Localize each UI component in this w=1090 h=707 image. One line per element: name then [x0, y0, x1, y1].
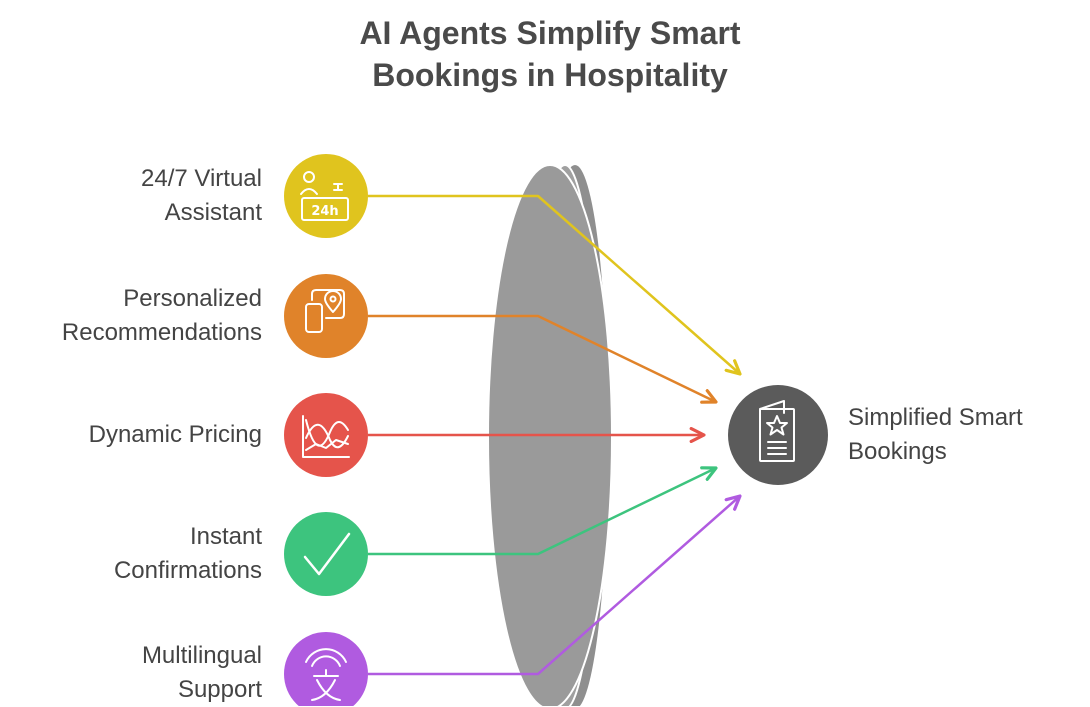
connector-multilingual [368, 494, 742, 676]
label-multilingual: Multilingual Support [142, 639, 262, 707]
title-line-2: Bookings in Hospitality [372, 57, 728, 93]
phone-location-pin-icon [284, 274, 368, 358]
label-confirmations-line-1: Instant [189, 523, 262, 550]
label-recommendations-line-1: Personalized [123, 285, 262, 312]
checkmark-icon [284, 512, 368, 596]
label-confirmations: Instant Confirmations [114, 520, 262, 588]
concierge-24h-icon: 24h [284, 154, 368, 238]
connector-recommendations [368, 314, 718, 404]
price-chart-icon [284, 393, 368, 477]
booking-brochure-star-icon [728, 385, 828, 485]
svg-text:24h: 24h [311, 204, 338, 219]
label-output-line-1: Simplified Smart [848, 404, 1023, 431]
label-virtual-assistant-line-2: Assistant [164, 199, 262, 226]
label-output-line-2: Bookings [848, 438, 947, 465]
label-virtual-assistant: 24/7 Virtual Assistant [141, 162, 262, 230]
label-recommendations: Personalized Recommendations [62, 282, 262, 350]
label-dynamic-pricing: Dynamic Pricing [89, 418, 262, 452]
label-dynamic-pricing-line-1: Dynamic Pricing [88, 421, 262, 448]
page-title: AI Agents Simplify Smart Bookings in Hos… [0, 12, 1090, 96]
translate-icon [284, 632, 368, 706]
connector-virtual-assistant [368, 194, 742, 376]
label-confirmations-line-2: Confirmations [113, 557, 262, 584]
label-virtual-assistant-line-1: 24/7 Virtual [141, 165, 262, 192]
connector-confirmations [368, 466, 718, 556]
label-multilingual-line-2: Support [177, 676, 262, 703]
label-multilingual-line-1: Multilingual [141, 642, 262, 669]
label-output: Simplified Smart Bookings [848, 401, 1023, 469]
label-recommendations-line-2: Recommendations [61, 319, 262, 346]
title-line-1: AI Agents Simplify Smart [359, 15, 741, 51]
